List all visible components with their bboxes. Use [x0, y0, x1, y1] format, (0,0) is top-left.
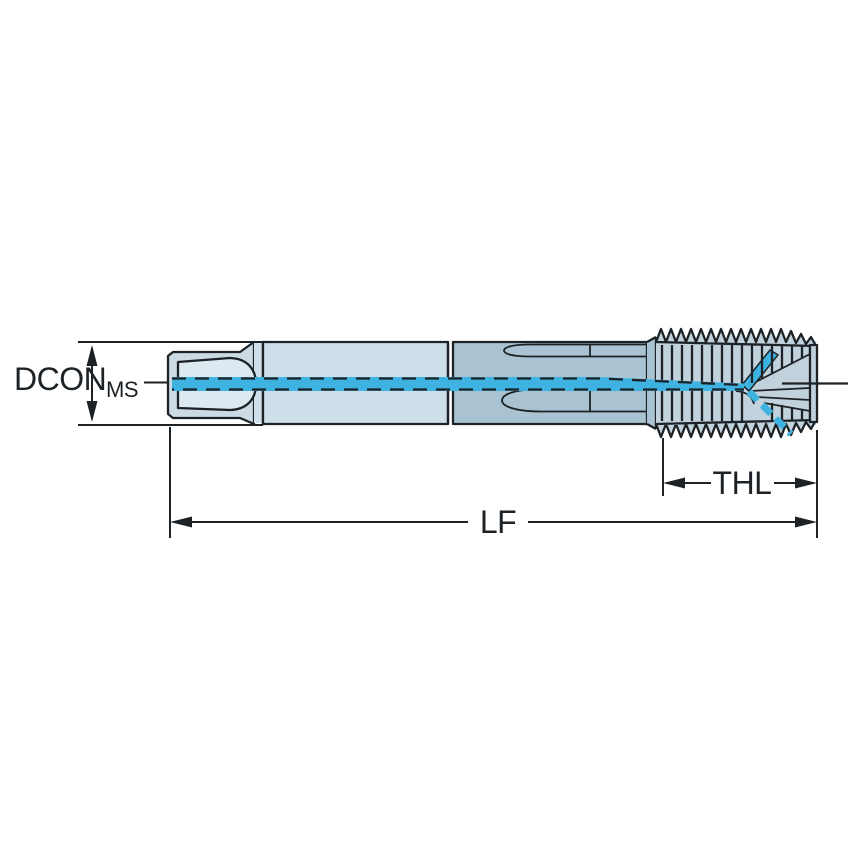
spiral-point-facets	[745, 353, 811, 412]
thl-arrow-left	[663, 477, 685, 489]
coolant-jet-down	[746, 389, 794, 437]
dcon-arrow-up	[86, 345, 98, 366]
dimension-thl: THL	[662, 438, 817, 501]
thread-ribs-tip-upper	[750, 345, 812, 383]
thread-crests-bottom	[654, 418, 818, 439]
coolant-duct	[172, 377, 744, 391]
thl-arrow-right	[795, 477, 817, 489]
dimension-lf: LF	[169, 427, 818, 540]
dimension-dcon: DCON MS	[14, 341, 263, 426]
dcon-arrow-down	[86, 401, 98, 422]
thread-crests-top	[654, 327, 818, 348]
dcon-sub-label: MS	[106, 377, 138, 402]
lf-label: LF	[480, 504, 516, 540]
lf-arrow-left	[170, 516, 192, 528]
coolant-channel	[172, 377, 848, 437]
thl-label: THL	[713, 465, 772, 501]
lf-arrow-right	[795, 516, 817, 528]
coolant-hidden-line-top	[172, 377, 745, 387]
flute-top	[503, 343, 655, 358]
